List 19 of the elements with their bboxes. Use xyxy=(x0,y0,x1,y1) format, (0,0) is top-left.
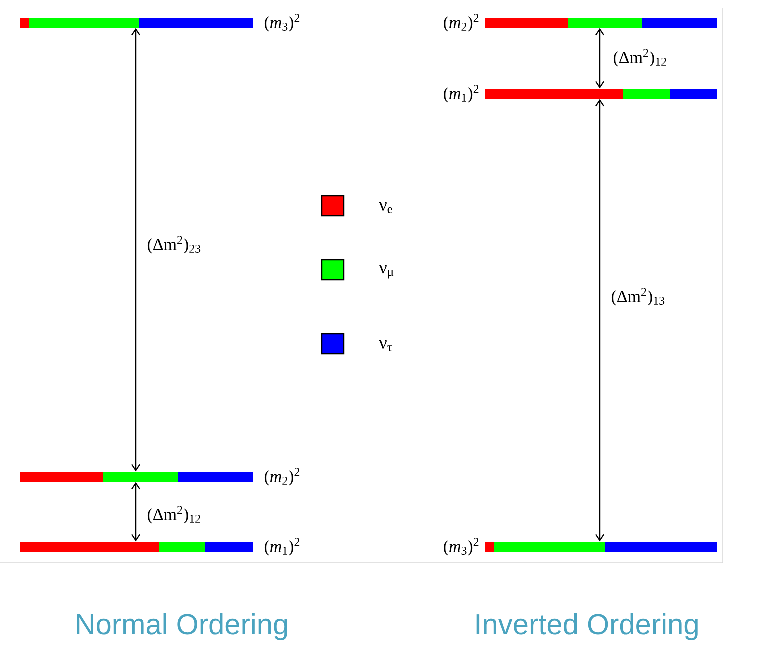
edge-label: (Δm$^{2}$)$_{23}$ xyxy=(148,236,201,254)
double-arrow xyxy=(132,28,140,472)
edge-label: (Δm$^{2}$)$_{12}$ xyxy=(148,506,200,524)
edge-label: (Δm$^{2}$)$_{12}$ xyxy=(614,49,666,67)
edge-label: (Δm$^{2}$)$_{13}$ xyxy=(612,288,665,306)
mass-label: (m$_{1}$)$^{2}$ xyxy=(264,538,300,556)
mass-label: (m$_{1}$)$^{2}$ xyxy=(444,85,479,103)
legend-label: ν$_{τ}$ xyxy=(379,340,392,352)
mass-label: (m$_{3}$)$^{2}$ xyxy=(264,14,300,32)
mass-label: (m$_{2}$)$^{2}$ xyxy=(264,468,300,486)
mass-label: (m$_{2}$)$^{2}$ xyxy=(444,14,479,32)
ordering-title: Inverted Ordering xyxy=(476,614,698,641)
mass-label: (m$_{3}$)$^{2}$ xyxy=(444,538,479,556)
double-arrow xyxy=(596,99,604,542)
legend-label: ν$_{μ}$ xyxy=(379,265,394,279)
legend-label: ν$_{e}$ xyxy=(379,202,392,214)
double-arrow xyxy=(596,28,604,89)
ordering-title: Normal Ordering xyxy=(77,614,288,641)
double-arrow xyxy=(132,482,140,542)
